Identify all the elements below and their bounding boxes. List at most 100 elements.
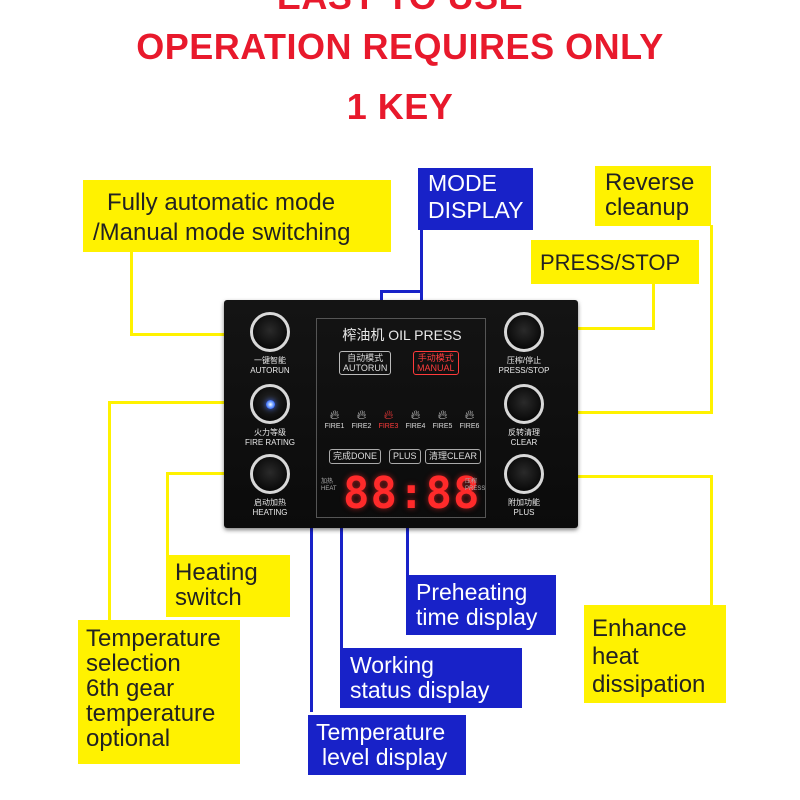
callout-text: Preheating xyxy=(416,579,528,605)
manual-mode-indicator: 手动模式 MANUAL xyxy=(413,351,459,375)
fire-level-1: 🔥︎FIRE1 xyxy=(321,407,348,430)
clear-label: 反转清理 CLEAR xyxy=(484,428,564,448)
fire-label: FIRE3 xyxy=(378,423,399,430)
connector-line xyxy=(108,401,111,621)
press-stop-label: 压榨/停止 PRESS/STOP xyxy=(484,356,564,376)
callout-text: heat xyxy=(592,643,639,670)
flame-icon: 🔥︎ xyxy=(356,407,367,422)
flame-icon: 🔥︎ xyxy=(329,407,340,422)
autorun-button[interactable] xyxy=(250,312,290,352)
callout-text: cleanup xyxy=(605,194,690,221)
callout-text: dissipation xyxy=(592,671,706,698)
plus-button[interactable] xyxy=(504,454,544,494)
callout-text: MODE xyxy=(428,170,497,196)
callout-text: Reverse xyxy=(605,169,695,196)
callout-working-status: Working status display xyxy=(340,648,522,708)
lcd-title: 榨油机 OIL PRESS xyxy=(342,327,462,343)
callout-text: time display xyxy=(416,604,538,630)
callout-text: 6th gear xyxy=(86,675,175,702)
plus-label: 附加功能 PLUS xyxy=(484,498,564,518)
flame-icon: 🔥︎ xyxy=(383,407,394,422)
lcd-display: 榨油机 OIL PRESS 自动模式 AUTORUN 手动模式 MANUAL 🔥… xyxy=(316,318,486,519)
callout-text: status display xyxy=(350,677,490,703)
clear-button[interactable] xyxy=(504,384,544,424)
press-stop-button[interactable] xyxy=(504,312,544,352)
fire-rating-button[interactable] xyxy=(250,384,290,424)
connector-line xyxy=(166,472,169,557)
heat-indicator: 加热 HEAT xyxy=(321,479,337,492)
label-cn: 一键智能 xyxy=(254,356,286,365)
callout-mode-display: MODE DISPLAY xyxy=(418,168,533,230)
connector-line xyxy=(710,475,713,605)
label-cn: 火力等级 xyxy=(254,428,286,437)
label-en: AUTORUN xyxy=(250,366,290,375)
fire-level-4: 🔥︎FIRE4 xyxy=(402,407,429,430)
label-en: CLEAR xyxy=(510,438,538,447)
fire-label: FIRE2 xyxy=(351,423,372,430)
callout-text: selection xyxy=(86,650,181,677)
connector-line xyxy=(710,225,713,414)
autorun-label: 一键智能 AUTORUN xyxy=(230,356,310,376)
press-indicator: 压榨 PRESS xyxy=(465,479,486,492)
fire-level-row: 🔥︎FIRE1 🔥︎FIRE2 🔥︎FIRE3 🔥︎FIRE4 🔥︎FIRE5 … xyxy=(321,407,483,447)
callout-press-stop: PRESS/STOP xyxy=(531,240,699,284)
callout-preheating: Preheating time display xyxy=(406,575,556,635)
connector-line xyxy=(340,440,343,652)
label-cn: 压榨/停止 xyxy=(506,356,542,365)
fire-level-5: 🔥︎FIRE5 xyxy=(429,407,456,430)
callout-text: temperature xyxy=(86,700,216,727)
fire-level-6: 🔥︎FIRE6 xyxy=(456,407,483,430)
connector-line xyxy=(562,475,713,478)
connector-line xyxy=(166,472,248,475)
flame-icon: 🔥︎ xyxy=(464,407,475,422)
mode-en: MANUAL xyxy=(417,363,455,373)
connector-line xyxy=(108,401,248,404)
control-panel: 一键智能 AUTORUN 火力等级 FIRE RATING 启动加热 HEATI… xyxy=(224,300,578,528)
connector-line xyxy=(652,282,655,330)
callout-heating-switch: Heating switch xyxy=(166,555,290,617)
connector-line xyxy=(406,488,409,578)
callout-temperature-selection: Temperature selection 6th gear temperatu… xyxy=(78,620,240,764)
callout-enhance: Enhance heat dissipation xyxy=(584,605,726,703)
callout-text: Heating xyxy=(175,559,258,586)
headline-line2: 1 KEY xyxy=(346,86,454,127)
connector-line xyxy=(380,290,422,293)
callout-temperature-level: Temperature level display xyxy=(308,715,466,775)
status-plus: PLUS xyxy=(389,449,421,464)
mode-en: AUTORUN xyxy=(343,363,388,373)
connector-line xyxy=(420,228,423,328)
fire-label: FIRE1 xyxy=(324,423,345,430)
callout-text: Working xyxy=(350,652,434,678)
connector-line xyxy=(130,250,133,336)
fire-label: FIRE5 xyxy=(432,423,453,430)
callout-text: Temperature xyxy=(316,719,446,745)
heating-label: 启动加热 HEATING xyxy=(230,498,310,518)
led-indicator xyxy=(266,400,275,409)
connector-line xyxy=(562,327,655,330)
fire-rating-label: 火力等级 FIRE RATING xyxy=(230,428,310,448)
fire-label: FIRE4 xyxy=(405,423,426,430)
autorun-mode-indicator: 自动模式 AUTORUN xyxy=(339,351,392,375)
heating-button[interactable] xyxy=(250,454,290,494)
callout-text: Temperature xyxy=(86,625,221,652)
label-cn: 启动加热 xyxy=(254,498,286,507)
callout-text: DISPLAY xyxy=(428,197,524,223)
callout-text: switch xyxy=(175,584,242,611)
connector-line xyxy=(130,333,248,336)
callout-text: optional xyxy=(86,725,171,752)
cut-off-title: EASY TO USE xyxy=(0,0,800,18)
fire-level-2: 🔥︎FIRE2 xyxy=(348,407,375,430)
connector-line xyxy=(310,400,313,712)
fire-level-3: 🔥︎FIRE3 xyxy=(375,407,402,430)
callout-text: Enhance xyxy=(592,615,687,642)
label-cn: 反转清理 xyxy=(508,428,540,437)
time-digits: 88:88 xyxy=(343,468,481,519)
flame-icon: 🔥︎ xyxy=(410,407,421,422)
status-clear: 清理CLEAR xyxy=(425,449,482,464)
callout-text: Fully automatic mode xyxy=(107,189,336,216)
mode-cn: 自动模式 xyxy=(347,353,384,363)
fire-label: FIRE6 xyxy=(459,423,480,430)
callout-auto-manual: Fully automatic mode /Manual mode switch… xyxy=(83,180,391,252)
label-en: PRESS/STOP xyxy=(498,366,550,375)
label-en: FIRE RATING xyxy=(244,438,296,447)
